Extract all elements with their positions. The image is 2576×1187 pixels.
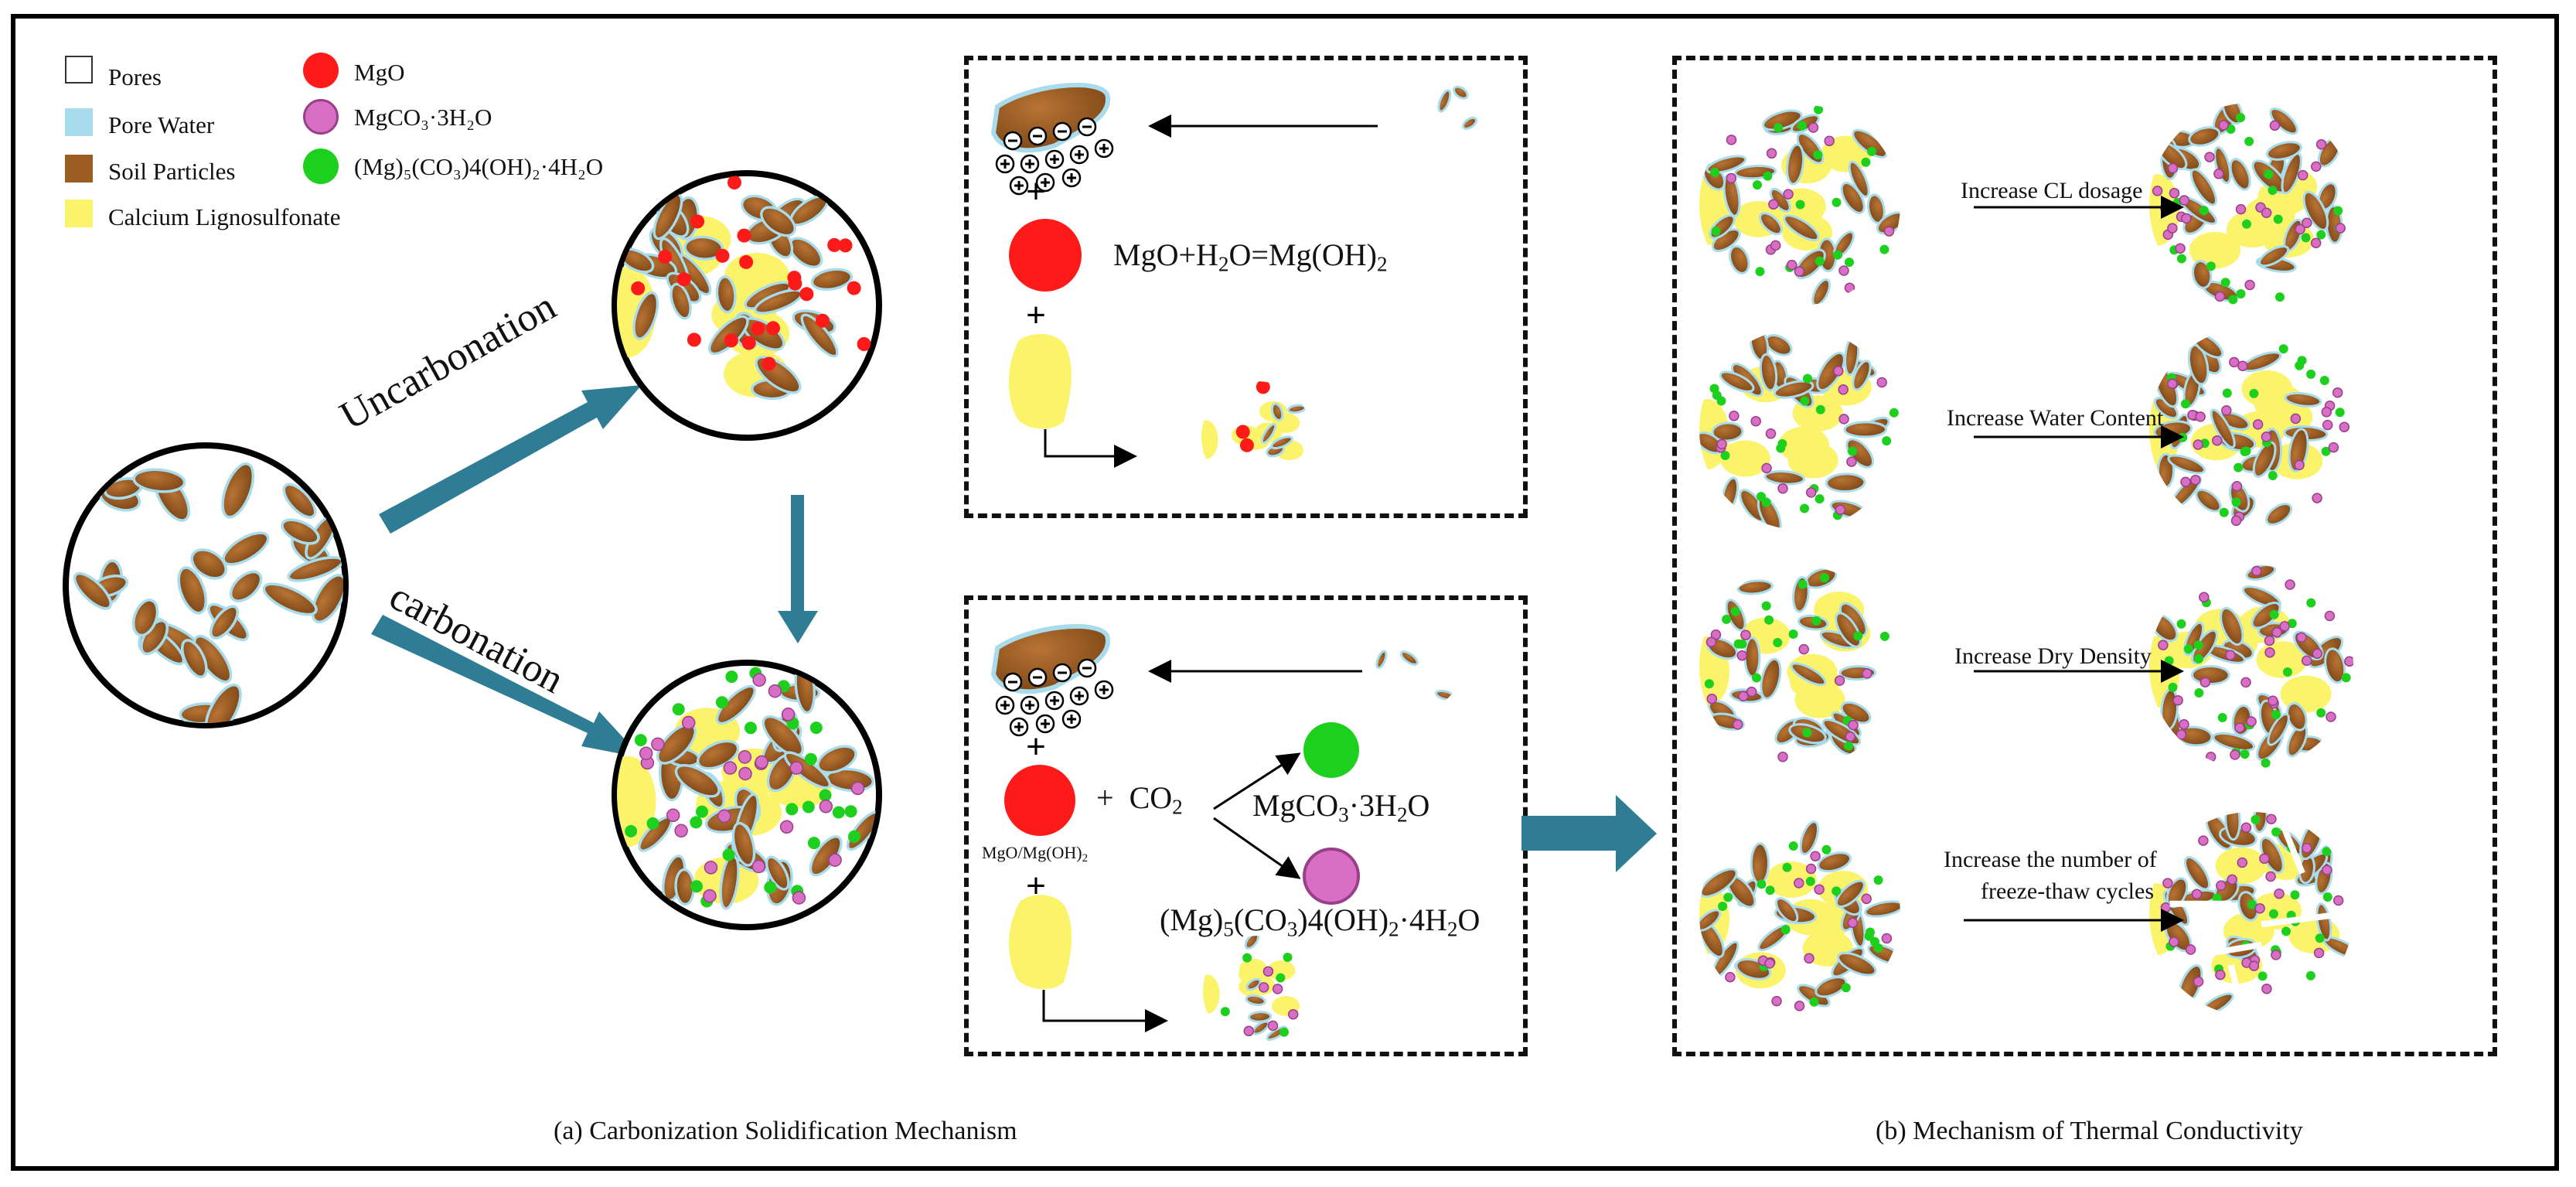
particle-group-bottom-right bbox=[1365, 613, 1465, 714]
sample-before-dry-density bbox=[1697, 564, 1903, 769]
agglomerate-uncarbonated bbox=[1199, 379, 1315, 495]
soil-sample-carbonated bbox=[612, 660, 882, 930]
hydromagnesite-product-label: (Mg)5(CO3)4(OH)2·4H2O bbox=[1160, 902, 1481, 941]
sample-after-water-content bbox=[2147, 325, 2356, 534]
sample-after-freeze-thaw bbox=[2147, 810, 2356, 1018]
sample-before-water-content bbox=[1697, 326, 1903, 532]
label-dry-density: Increase Dry Density bbox=[1954, 643, 2152, 669]
mgo-mgoh2-label: MgO/Mg(OH)2 bbox=[982, 843, 1089, 865]
label-freeze-thaw-1: Increase the number of bbox=[1944, 847, 2157, 872]
plus-sign: + bbox=[1096, 780, 1114, 815]
legend-mgco3-label: MgCO₃·3H₂O bbox=[354, 104, 492, 131]
sample-before-freeze-thaw bbox=[1697, 811, 1903, 1017]
plus-sign: + bbox=[1026, 728, 1046, 766]
caption-b: (b) Mechanism of Thermal Conductivity bbox=[1876, 1117, 2303, 1145]
carbonation-arrow bbox=[371, 615, 642, 758]
soil-sample-untreated bbox=[63, 442, 349, 728]
legend-pore-water-label: Pore Water bbox=[108, 111, 215, 138]
plus-sign: + bbox=[1026, 296, 1046, 334]
soil-sample-uncarbonated bbox=[612, 170, 882, 441]
legend-hydromagnesite-swatch bbox=[303, 148, 339, 184]
label-water-content: Increase Water Content bbox=[1947, 405, 2164, 431]
plus-sign: + bbox=[1026, 867, 1046, 905]
plus-co2: + CO2 bbox=[1096, 780, 1183, 819]
down-arrow bbox=[778, 495, 818, 643]
legend-soil-swatch bbox=[65, 155, 93, 182]
legend-pore-water-swatch bbox=[65, 108, 93, 136]
cl-blob-top bbox=[1008, 333, 1072, 429]
legend-cl-swatch bbox=[65, 200, 93, 227]
legend-cl-label: Calcium Lignosulfonate bbox=[108, 203, 341, 230]
mgo-sphere-top bbox=[1009, 219, 1082, 292]
legend-soil-label: Soil Particles bbox=[108, 158, 236, 185]
mgco3-sphere bbox=[1303, 848, 1360, 905]
agglomerate-carbonated bbox=[1201, 933, 1317, 1049]
thermal-conductivity-box bbox=[1672, 56, 2497, 1056]
legend-pores-swatch bbox=[65, 56, 93, 84]
hydromagnesite-sphere bbox=[1303, 722, 1359, 778]
sample-before-cl-dosage bbox=[1697, 102, 1903, 308]
cl-blob-bottom bbox=[1008, 895, 1072, 990]
plus-sign: + bbox=[1026, 172, 1046, 210]
arrow-to-mgco3 bbox=[1213, 752, 1301, 810]
particle-group-top-right bbox=[1392, 83, 1508, 199]
arrow-bottom-bottom bbox=[1042, 990, 1168, 1032]
uncarbonation-mechanism-box bbox=[964, 56, 1528, 518]
right-arrow bbox=[1521, 795, 1657, 872]
uncarbonation-arrow bbox=[379, 385, 642, 534]
arrow-to-hydromagnesite bbox=[1213, 817, 1301, 879]
label-freeze-thaw-2: freeze-thaw cycles bbox=[1981, 878, 2155, 904]
caption-a: (a) Carbonization Solidification Mechani… bbox=[554, 1117, 1017, 1145]
arrow-top-bottom bbox=[1044, 429, 1137, 468]
legend-mgo-label: MgO bbox=[354, 59, 405, 86]
legend-hydromagnesite-label: (Mg)₅(CO₃)4(OH)₂·4H₂O bbox=[354, 153, 604, 180]
mgo-sphere-bottom bbox=[1004, 765, 1075, 836]
label-cl-dosage: Increase CL dosage bbox=[1961, 178, 2143, 203]
reaction-equation: MgO+H2O=Mg(OH)2 bbox=[1113, 237, 1388, 276]
sample-after-cl-dosage bbox=[2147, 101, 2356, 309]
legend-mgco3-swatch bbox=[303, 99, 339, 135]
mgco3-product-label: MgCO3·3H2O bbox=[1252, 788, 1430, 827]
legend-pores-label: Pores bbox=[108, 63, 162, 90]
sample-after-dry-density bbox=[2147, 562, 2356, 771]
legend-mgo-swatch bbox=[303, 53, 339, 88]
figure-frame bbox=[11, 14, 2559, 1171]
